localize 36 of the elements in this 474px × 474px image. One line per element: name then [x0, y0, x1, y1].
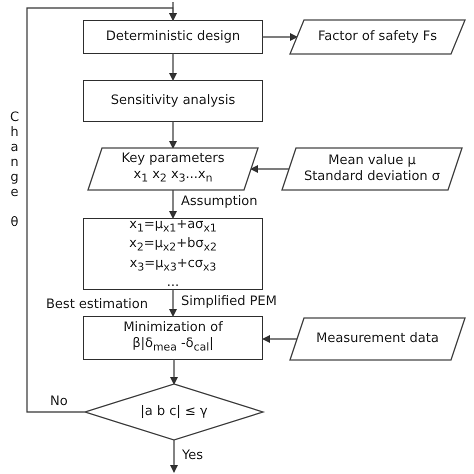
node-text: x$_{1}$=μ$_{x1}$+aσ$_{x1}$ — [129, 216, 217, 236]
arrow — [170, 440, 178, 473]
arrow — [250, 165, 289, 173]
process-box — [83, 316, 263, 360]
node-text: Sensitivity analysis — [110, 93, 236, 109]
data-parallelogram — [290, 20, 465, 54]
arrow — [26, 7, 177, 413]
process-box — [83, 218, 263, 290]
data-parallelogram — [290, 318, 465, 360]
decision-diamond — [85, 384, 263, 440]
node-text: Standard deviation σ — [304, 169, 440, 185]
process-box — [83, 20, 263, 54]
node-text: x$_{3}$=μ$_{x3}$+cσ$_{x3}$ — [130, 256, 216, 276]
node-text: β|δ$_{mea}$ -δ$_{cal}$| — [132, 336, 214, 356]
process-box — [83, 80, 263, 122]
node-text: Measurement data — [316, 331, 439, 347]
edge-label: Simplified PEM — [179, 294, 279, 309]
arrow — [169, 54, 177, 81]
arrow — [263, 33, 298, 41]
node-text: Mean value μ — [328, 153, 416, 169]
node-text: x$_{2}$=μ$_{x2}$+bσ$_{x2}$ — [129, 236, 217, 256]
edge-label: Assumption — [179, 194, 260, 209]
node-text: Deterministic design — [106, 29, 240, 45]
data-parallelogram — [282, 148, 462, 190]
node-text: ... — [166, 275, 180, 292]
node-text: x$_{1}$ x$_{2}$ x$_{3}$...x$_{n}$ — [134, 167, 212, 187]
node-text: Key parameters — [121, 151, 225, 168]
node-text: |a b c| ≤ γ — [140, 404, 208, 420]
arrow — [262, 335, 297, 343]
node-text: Factor of safety Fs — [318, 29, 438, 45]
arrow — [169, 290, 177, 317]
arrow — [170, 360, 178, 385]
data-parallelogram — [88, 148, 258, 190]
arrow — [169, 190, 177, 219]
arrow — [169, 122, 177, 149]
node-text: Minimization of — [123, 320, 223, 336]
